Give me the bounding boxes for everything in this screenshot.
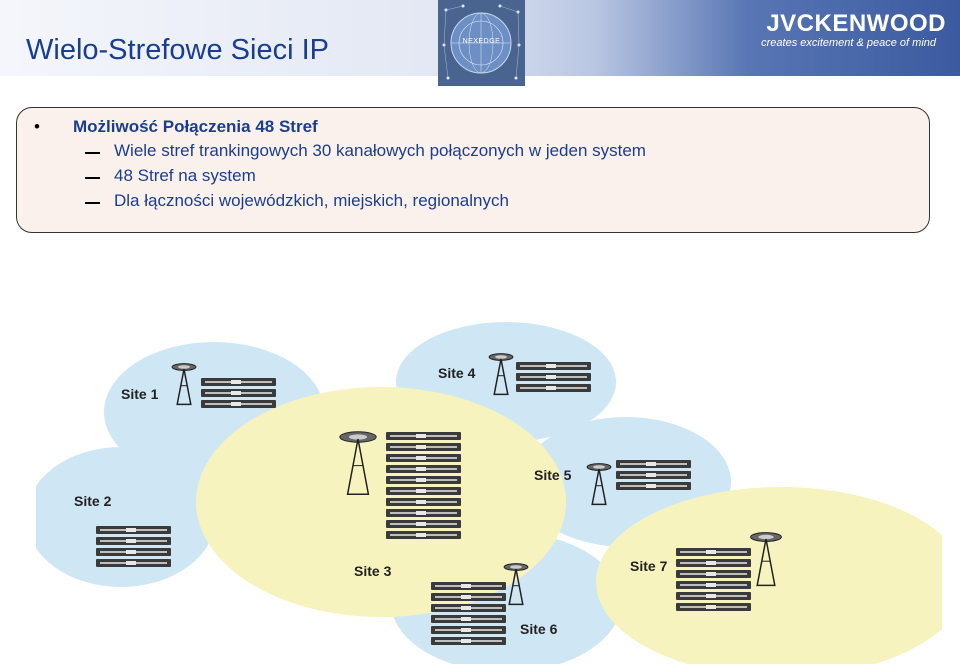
repeater-unit bbox=[676, 592, 751, 600]
repeater-unit bbox=[96, 548, 171, 556]
dash-icon bbox=[85, 177, 100, 179]
repeater-unit bbox=[386, 432, 461, 440]
repeater-unit bbox=[676, 570, 751, 578]
repeater-unit bbox=[201, 389, 276, 397]
site-label-6: Site 6 bbox=[520, 621, 558, 637]
dash-icon bbox=[85, 152, 100, 154]
bullet-main: Możliwość Połączenia 48 Stref bbox=[73, 117, 318, 136]
bullet-sub-3: Dla łączności wojewódzkich, miejskich, r… bbox=[114, 191, 509, 210]
repeater-unit bbox=[516, 362, 591, 370]
site-label-1: Site 1 bbox=[121, 386, 159, 402]
nexedge-globe-icon bbox=[442, 4, 521, 80]
repeater-unit bbox=[386, 465, 461, 473]
dash-icon bbox=[85, 202, 100, 204]
repeater-unit bbox=[431, 626, 506, 634]
repeater-unit bbox=[431, 593, 506, 601]
repeater-unit bbox=[201, 378, 276, 386]
site-label-3: Site 3 bbox=[354, 563, 392, 579]
repeater-unit bbox=[616, 482, 691, 490]
repeater-unit bbox=[386, 520, 461, 528]
repeater-unit bbox=[386, 531, 461, 539]
tower-icon bbox=[750, 532, 782, 587]
zone-site-7 bbox=[596, 487, 942, 664]
site-label-4: Site 4 bbox=[438, 365, 476, 381]
repeater-unit bbox=[431, 582, 506, 590]
repeater-unit bbox=[201, 400, 276, 408]
bullet-sub-2: 48 Stref na system bbox=[114, 166, 256, 185]
repeater-unit bbox=[96, 526, 171, 534]
repeater-unit bbox=[386, 487, 461, 495]
repeater-unit bbox=[386, 476, 461, 484]
zone-site-3 bbox=[196, 387, 566, 617]
repeater-unit bbox=[96, 559, 171, 567]
site-label-5: Site 5 bbox=[534, 467, 572, 483]
repeater-unit bbox=[516, 384, 591, 392]
repeater-unit bbox=[431, 604, 506, 612]
site-label-7: Site 7 bbox=[630, 558, 668, 574]
repeater-unit bbox=[386, 509, 461, 517]
repeater-unit bbox=[616, 460, 691, 468]
network-diagram: Site 1 Site 2 Site 3 Site 4 Site 5 Site … bbox=[36, 322, 942, 664]
repeater-unit bbox=[431, 637, 506, 645]
tower-icon bbox=[339, 431, 377, 495]
tower-icon bbox=[586, 463, 612, 506]
tower-icon bbox=[488, 353, 514, 396]
repeater-unit bbox=[96, 537, 171, 545]
bullet-dot-icon: • bbox=[34, 117, 40, 136]
nexedge-logo: NEXEDGE bbox=[438, 0, 525, 86]
repeater-unit bbox=[676, 559, 751, 567]
repeater-unit bbox=[676, 603, 751, 611]
brand-name: JVCKENWOOD bbox=[766, 10, 946, 37]
site-label-2: Site 2 bbox=[74, 493, 112, 509]
repeater-unit bbox=[616, 471, 691, 479]
repeater-unit bbox=[676, 581, 751, 589]
slide-title: Wielo-Strefowe Sieci IP bbox=[26, 34, 329, 66]
logo-text: NEXEDGE bbox=[462, 38, 501, 45]
brand-tagline: creates excitement & peace of mind bbox=[761, 37, 936, 49]
bullet-box bbox=[16, 107, 930, 233]
repeater-unit bbox=[386, 498, 461, 506]
tower-icon bbox=[503, 563, 529, 606]
repeater-unit bbox=[431, 615, 506, 623]
repeater-unit bbox=[386, 443, 461, 451]
repeater-unit bbox=[676, 548, 751, 556]
repeater-unit bbox=[516, 373, 591, 381]
repeater-unit bbox=[386, 454, 461, 462]
bullet-sub-1: Wiele stref trankingowych 30 kanałowych … bbox=[114, 141, 646, 160]
tower-icon bbox=[171, 363, 197, 406]
